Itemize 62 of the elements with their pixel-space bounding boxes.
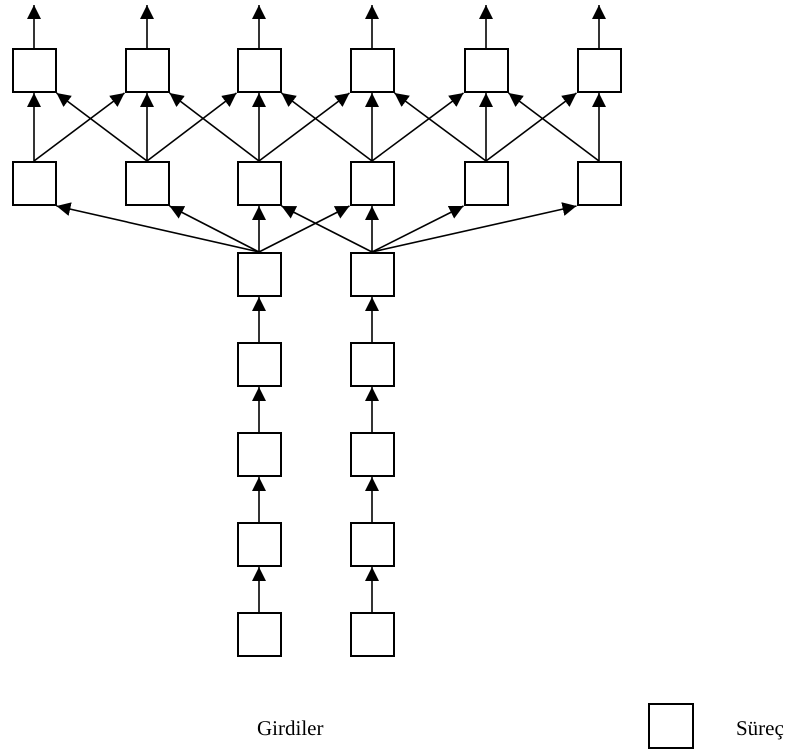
arrow <box>258 205 350 253</box>
arrow <box>258 92 350 162</box>
process-box <box>350 161 394 206</box>
process-box <box>124 48 170 93</box>
arrow <box>34 92 125 162</box>
process-box <box>576 161 622 206</box>
arrow <box>479 93 493 161</box>
arrow <box>486 92 577 162</box>
arrow <box>365 567 379 612</box>
process-box <box>236 342 282 387</box>
legend-label: Süreç <box>736 718 784 739</box>
arrow <box>27 93 41 161</box>
arrow <box>365 93 379 161</box>
arrow <box>365 387 379 432</box>
process-box <box>350 252 394 297</box>
process-box <box>12 48 56 93</box>
process-box <box>350 432 394 477</box>
arrow <box>372 205 464 253</box>
process-box <box>236 48 282 93</box>
arrow <box>169 205 260 253</box>
arrow <box>252 297 266 342</box>
arrow <box>56 202 260 253</box>
arrow <box>252 93 266 161</box>
process-box <box>236 161 282 206</box>
arrow <box>252 567 266 612</box>
arrow <box>252 206 266 252</box>
process-box <box>124 161 170 206</box>
arrow <box>592 5 606 48</box>
process-box <box>350 522 394 567</box>
arrow <box>479 5 493 48</box>
caption-text: Girdiler <box>257 718 324 739</box>
arrow <box>281 92 372 162</box>
arrow <box>592 93 606 161</box>
process-box <box>350 48 394 93</box>
process-box <box>350 342 394 387</box>
arrow <box>281 205 372 253</box>
arrow <box>365 477 379 522</box>
arrow <box>252 387 266 432</box>
process-box <box>350 612 394 657</box>
arrow <box>140 93 154 161</box>
arrow <box>252 477 266 522</box>
arrow <box>27 5 41 48</box>
arrow <box>146 92 237 162</box>
arrow <box>252 5 266 48</box>
arrow <box>365 297 379 342</box>
process-box <box>236 522 282 567</box>
process-box <box>236 252 282 297</box>
process-box <box>236 432 282 477</box>
arrow <box>169 92 260 162</box>
arrow <box>508 92 600 162</box>
process-box <box>236 612 282 657</box>
process-box <box>12 161 56 206</box>
process-box <box>576 48 622 93</box>
process-box <box>464 48 508 93</box>
arrow <box>140 5 154 48</box>
arrow <box>372 202 577 253</box>
arrow <box>56 92 148 162</box>
arrow <box>394 92 486 162</box>
arrow <box>365 5 379 48</box>
arrow <box>372 92 464 162</box>
process-box <box>464 161 508 206</box>
arrow <box>365 206 379 252</box>
